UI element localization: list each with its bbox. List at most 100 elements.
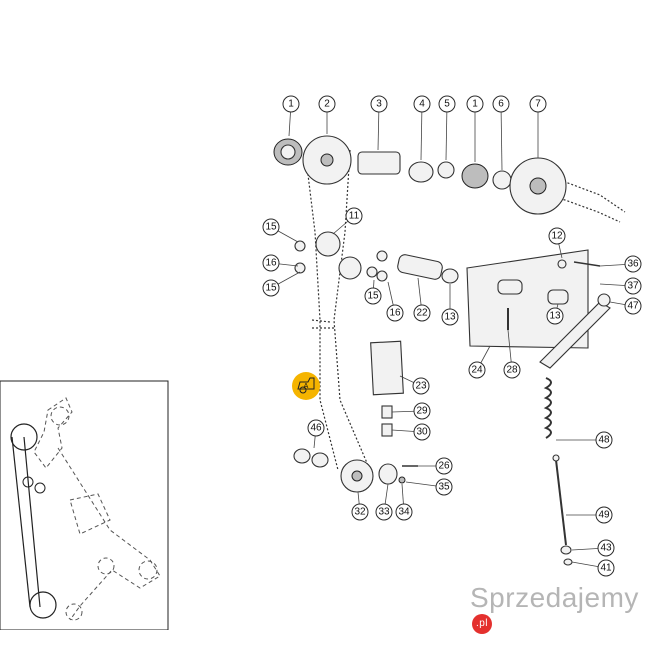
callout-number: 35 bbox=[438, 482, 450, 493]
callout-circle bbox=[375, 503, 393, 521]
callout-circle bbox=[318, 95, 336, 113]
callout-number: 3 bbox=[376, 99, 382, 110]
callout-15: 15 bbox=[262, 271, 301, 297]
callout-number: 29 bbox=[416, 406, 428, 417]
callout-5: 5 bbox=[438, 95, 456, 161]
callout-16: 16 bbox=[386, 281, 404, 322]
callout-1: 1 bbox=[282, 95, 300, 137]
callout-circle bbox=[624, 255, 642, 273]
callout-29: 29 bbox=[391, 402, 431, 420]
callout-circle bbox=[466, 95, 484, 113]
callout-circle bbox=[262, 279, 280, 297]
callout-circle bbox=[282, 95, 300, 113]
callout-number: 7 bbox=[535, 99, 541, 110]
callout-number: 1 bbox=[472, 99, 478, 110]
callout-number: 16 bbox=[389, 308, 401, 319]
callout-circle bbox=[597, 559, 615, 577]
callout-circle bbox=[262, 254, 280, 272]
callout-number: 22 bbox=[416, 308, 428, 319]
callout-circle bbox=[351, 503, 369, 521]
callout-16: 16 bbox=[262, 254, 299, 272]
callout-circle bbox=[441, 308, 459, 326]
watermark: Sprzedajemy.pl bbox=[470, 582, 660, 646]
callout-24: 24 bbox=[468, 345, 491, 379]
callout-circle bbox=[370, 95, 388, 113]
watermark-text: Sprzedajemy bbox=[470, 582, 639, 613]
callout-26: 26 bbox=[418, 457, 453, 475]
callout-number: 5 bbox=[444, 99, 450, 110]
callout-circle bbox=[546, 307, 564, 325]
callout-number: 23 bbox=[415, 381, 427, 392]
callout-circle bbox=[548, 227, 566, 245]
callout-48: 48 bbox=[556, 431, 613, 449]
callout-number: 28 bbox=[506, 365, 518, 376]
callout-number: 16 bbox=[265, 258, 277, 269]
callout-34: 34 bbox=[395, 483, 413, 521]
callout-35: 35 bbox=[405, 478, 453, 496]
callout-32: 32 bbox=[351, 491, 369, 521]
callout-number: 48 bbox=[598, 435, 610, 446]
callout-number: 46 bbox=[310, 423, 322, 434]
callout-number: 30 bbox=[416, 427, 428, 438]
marker-label: A bbox=[304, 383, 309, 390]
callout-number: 15 bbox=[265, 283, 277, 294]
callout-number: 37 bbox=[627, 281, 639, 292]
callout-37: 37 bbox=[599, 277, 642, 295]
callout-number: 6 bbox=[498, 99, 504, 110]
callout-2: 2 bbox=[318, 95, 336, 134]
callout-circle bbox=[364, 287, 382, 305]
callout-number: 11 bbox=[349, 211, 360, 222]
callout-circle bbox=[413, 423, 431, 441]
callout-circle bbox=[307, 419, 325, 437]
parts-bottom bbox=[340, 377, 573, 566]
callout-circle bbox=[529, 95, 547, 113]
callout-leader bbox=[420, 103, 423, 161]
callout-circle bbox=[435, 457, 453, 475]
callout-23: 23 bbox=[399, 375, 430, 395]
callout-number: 15 bbox=[265, 222, 277, 233]
callout-6: 6 bbox=[492, 95, 510, 171]
callout-number: 34 bbox=[398, 507, 410, 518]
callout-circle bbox=[435, 478, 453, 496]
callout-number: 26 bbox=[438, 461, 450, 472]
callout-circle bbox=[492, 95, 510, 113]
callout-circle bbox=[262, 218, 280, 236]
callout-number: 36 bbox=[627, 259, 639, 270]
callout-number: 41 bbox=[600, 563, 612, 574]
callout-30: 30 bbox=[391, 423, 431, 441]
callout-7: 7 bbox=[529, 95, 547, 158]
callout-15: 15 bbox=[262, 218, 299, 243]
callout-49: 49 bbox=[566, 506, 613, 524]
callout-47: 47 bbox=[609, 297, 642, 315]
callout-circle bbox=[624, 277, 642, 295]
callout-leader bbox=[445, 103, 448, 161]
inset-view bbox=[0, 380, 169, 630]
callout-1: 1 bbox=[466, 95, 484, 162]
callout-circle bbox=[624, 297, 642, 315]
callout-number: 12 bbox=[551, 231, 563, 242]
callout-circle bbox=[412, 377, 430, 395]
callout-circle bbox=[386, 304, 404, 322]
callout-number: 1 bbox=[288, 99, 294, 110]
callout-4: 4 bbox=[413, 95, 431, 161]
callout-15: 15 bbox=[364, 279, 382, 305]
callout-number: 15 bbox=[367, 291, 379, 302]
callout-circle bbox=[413, 402, 431, 420]
parts-top-row bbox=[273, 135, 567, 215]
callout-number: 4 bbox=[419, 99, 425, 110]
callout-3: 3 bbox=[370, 95, 388, 151]
callout-36: 36 bbox=[599, 255, 642, 273]
callout-circle bbox=[413, 304, 431, 322]
callout-46: 46 bbox=[307, 419, 325, 449]
callout-circle bbox=[395, 503, 413, 521]
callout-13: 13 bbox=[546, 303, 564, 325]
callout-circle bbox=[597, 539, 615, 557]
callout-circle bbox=[438, 95, 456, 113]
callout-number: 47 bbox=[627, 301, 639, 312]
callout-circle bbox=[595, 431, 613, 449]
callout-33: 33 bbox=[375, 483, 393, 521]
tractor-marker: A bbox=[292, 372, 320, 400]
callout-41: 41 bbox=[571, 559, 615, 577]
